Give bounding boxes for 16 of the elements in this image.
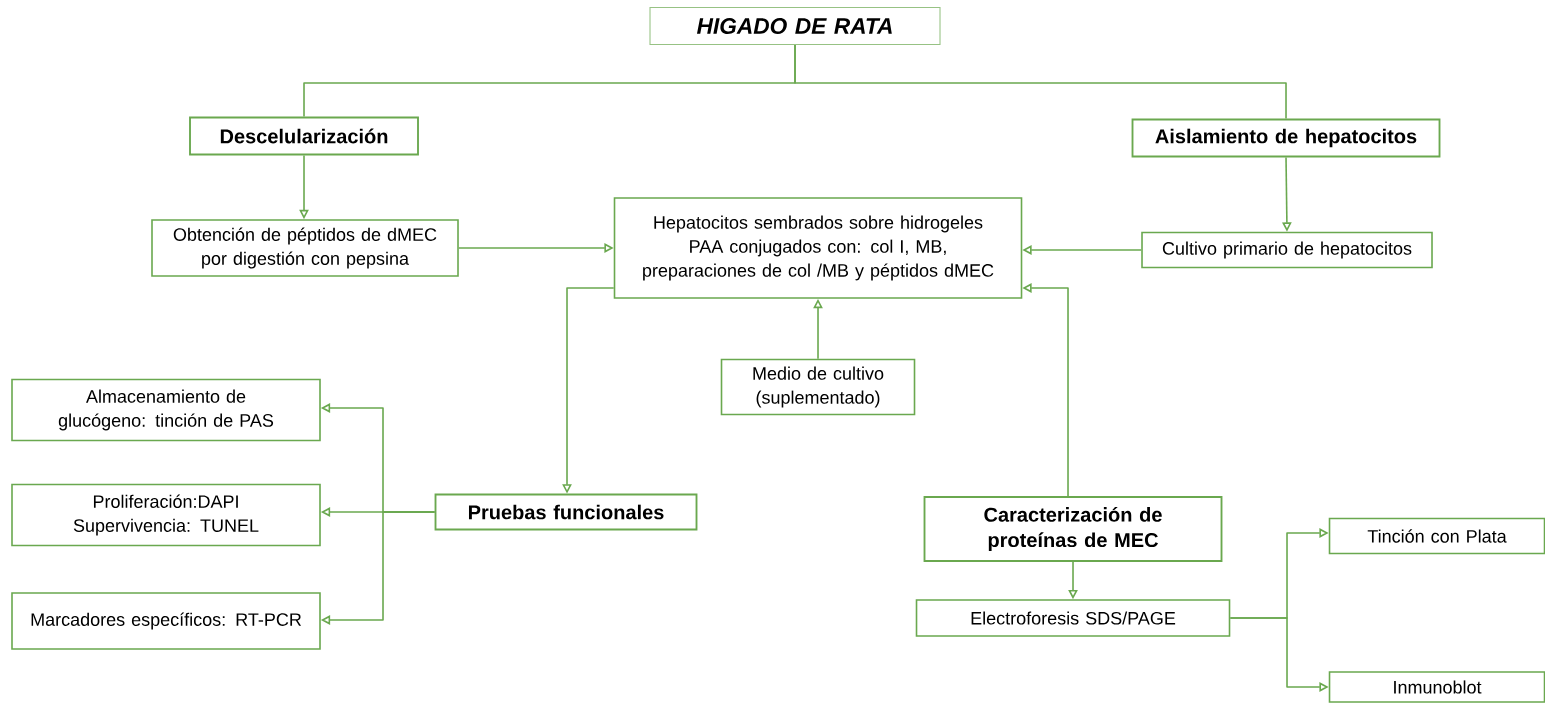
- process-box: Medio de cultivo (suplementado): [720, 358, 916, 416]
- process-box: Inmunoblot: [1328, 671, 1545, 703]
- category-box: Pruebas funcionales: [434, 493, 698, 531]
- connector-line: [794, 44, 1287, 120]
- process-box: Almacenamiento de glucógeno: tinción de PAS: [11, 378, 321, 442]
- process-box: Marcadores específicos: RT-PCR: [11, 592, 321, 650]
- category-box: Caracterización de proteínas de MEC: [923, 496, 1223, 562]
- title-box: HIGADO DE RATA: [649, 6, 941, 46]
- process-box: Electroforesis SDS/PAGE: [915, 599, 1231, 637]
- process-box: Obtención de péptidos de dMEC por digestión con pepsina: [151, 219, 459, 277]
- process-box: Tinción con Plata: [1328, 517, 1545, 555]
- process-box: Hepatocitos sembrados sobre hidrogeles PAA conjugados con: col I, MB, preparaciones de col /MB y péptidos dMEC: [613, 197, 1023, 299]
- category-box: Aislamiento de hepatocitos: [1131, 118, 1441, 158]
- process-box: Proliferación:DAPI Supervivencia: TUNEL: [11, 483, 321, 547]
- process-box: Cultivo primario de hepatocitos: [1141, 231, 1433, 269]
- category-box: Descelularización: [189, 116, 419, 156]
